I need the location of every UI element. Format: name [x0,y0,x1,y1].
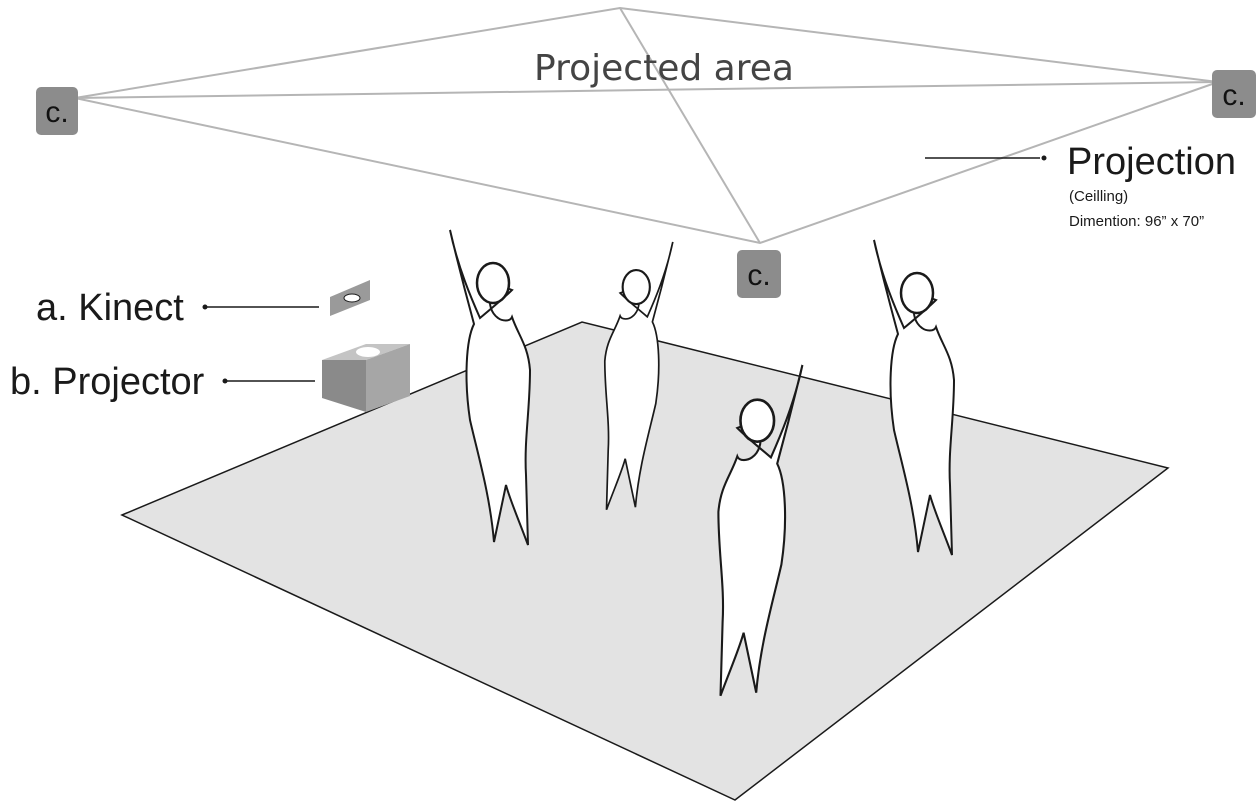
kinect-device [330,280,370,316]
corner-marker-label: c. [45,96,68,129]
corner-marker-label: c. [1222,79,1245,112]
projection-callout: Projection (Ceilling) Dimention: 96” x 7… [925,141,1236,230]
projection-title: Projection [1067,141,1236,183]
projection-subtitle: (Ceilling) [1069,188,1128,205]
corner-marker-left: c. [36,87,78,135]
projection-leader-dot [1041,155,1047,161]
projected-area-outline [74,6,1219,245]
corner-marker-label: c. [747,259,770,292]
kinect-label: a. Kinect [36,287,184,329]
projector-label: b. Projector [10,361,205,403]
projector-callout: b. Projector [10,361,315,403]
projector-device [322,344,410,412]
projected-area-label: Projected area [534,48,794,89]
kinect-callout: a. Kinect [36,287,319,329]
projection-dimension: Dimention: 96” x 70” [1069,213,1204,230]
corner-marker-right: c. [1212,70,1256,118]
corner-marker-bottom: c. [737,250,781,298]
